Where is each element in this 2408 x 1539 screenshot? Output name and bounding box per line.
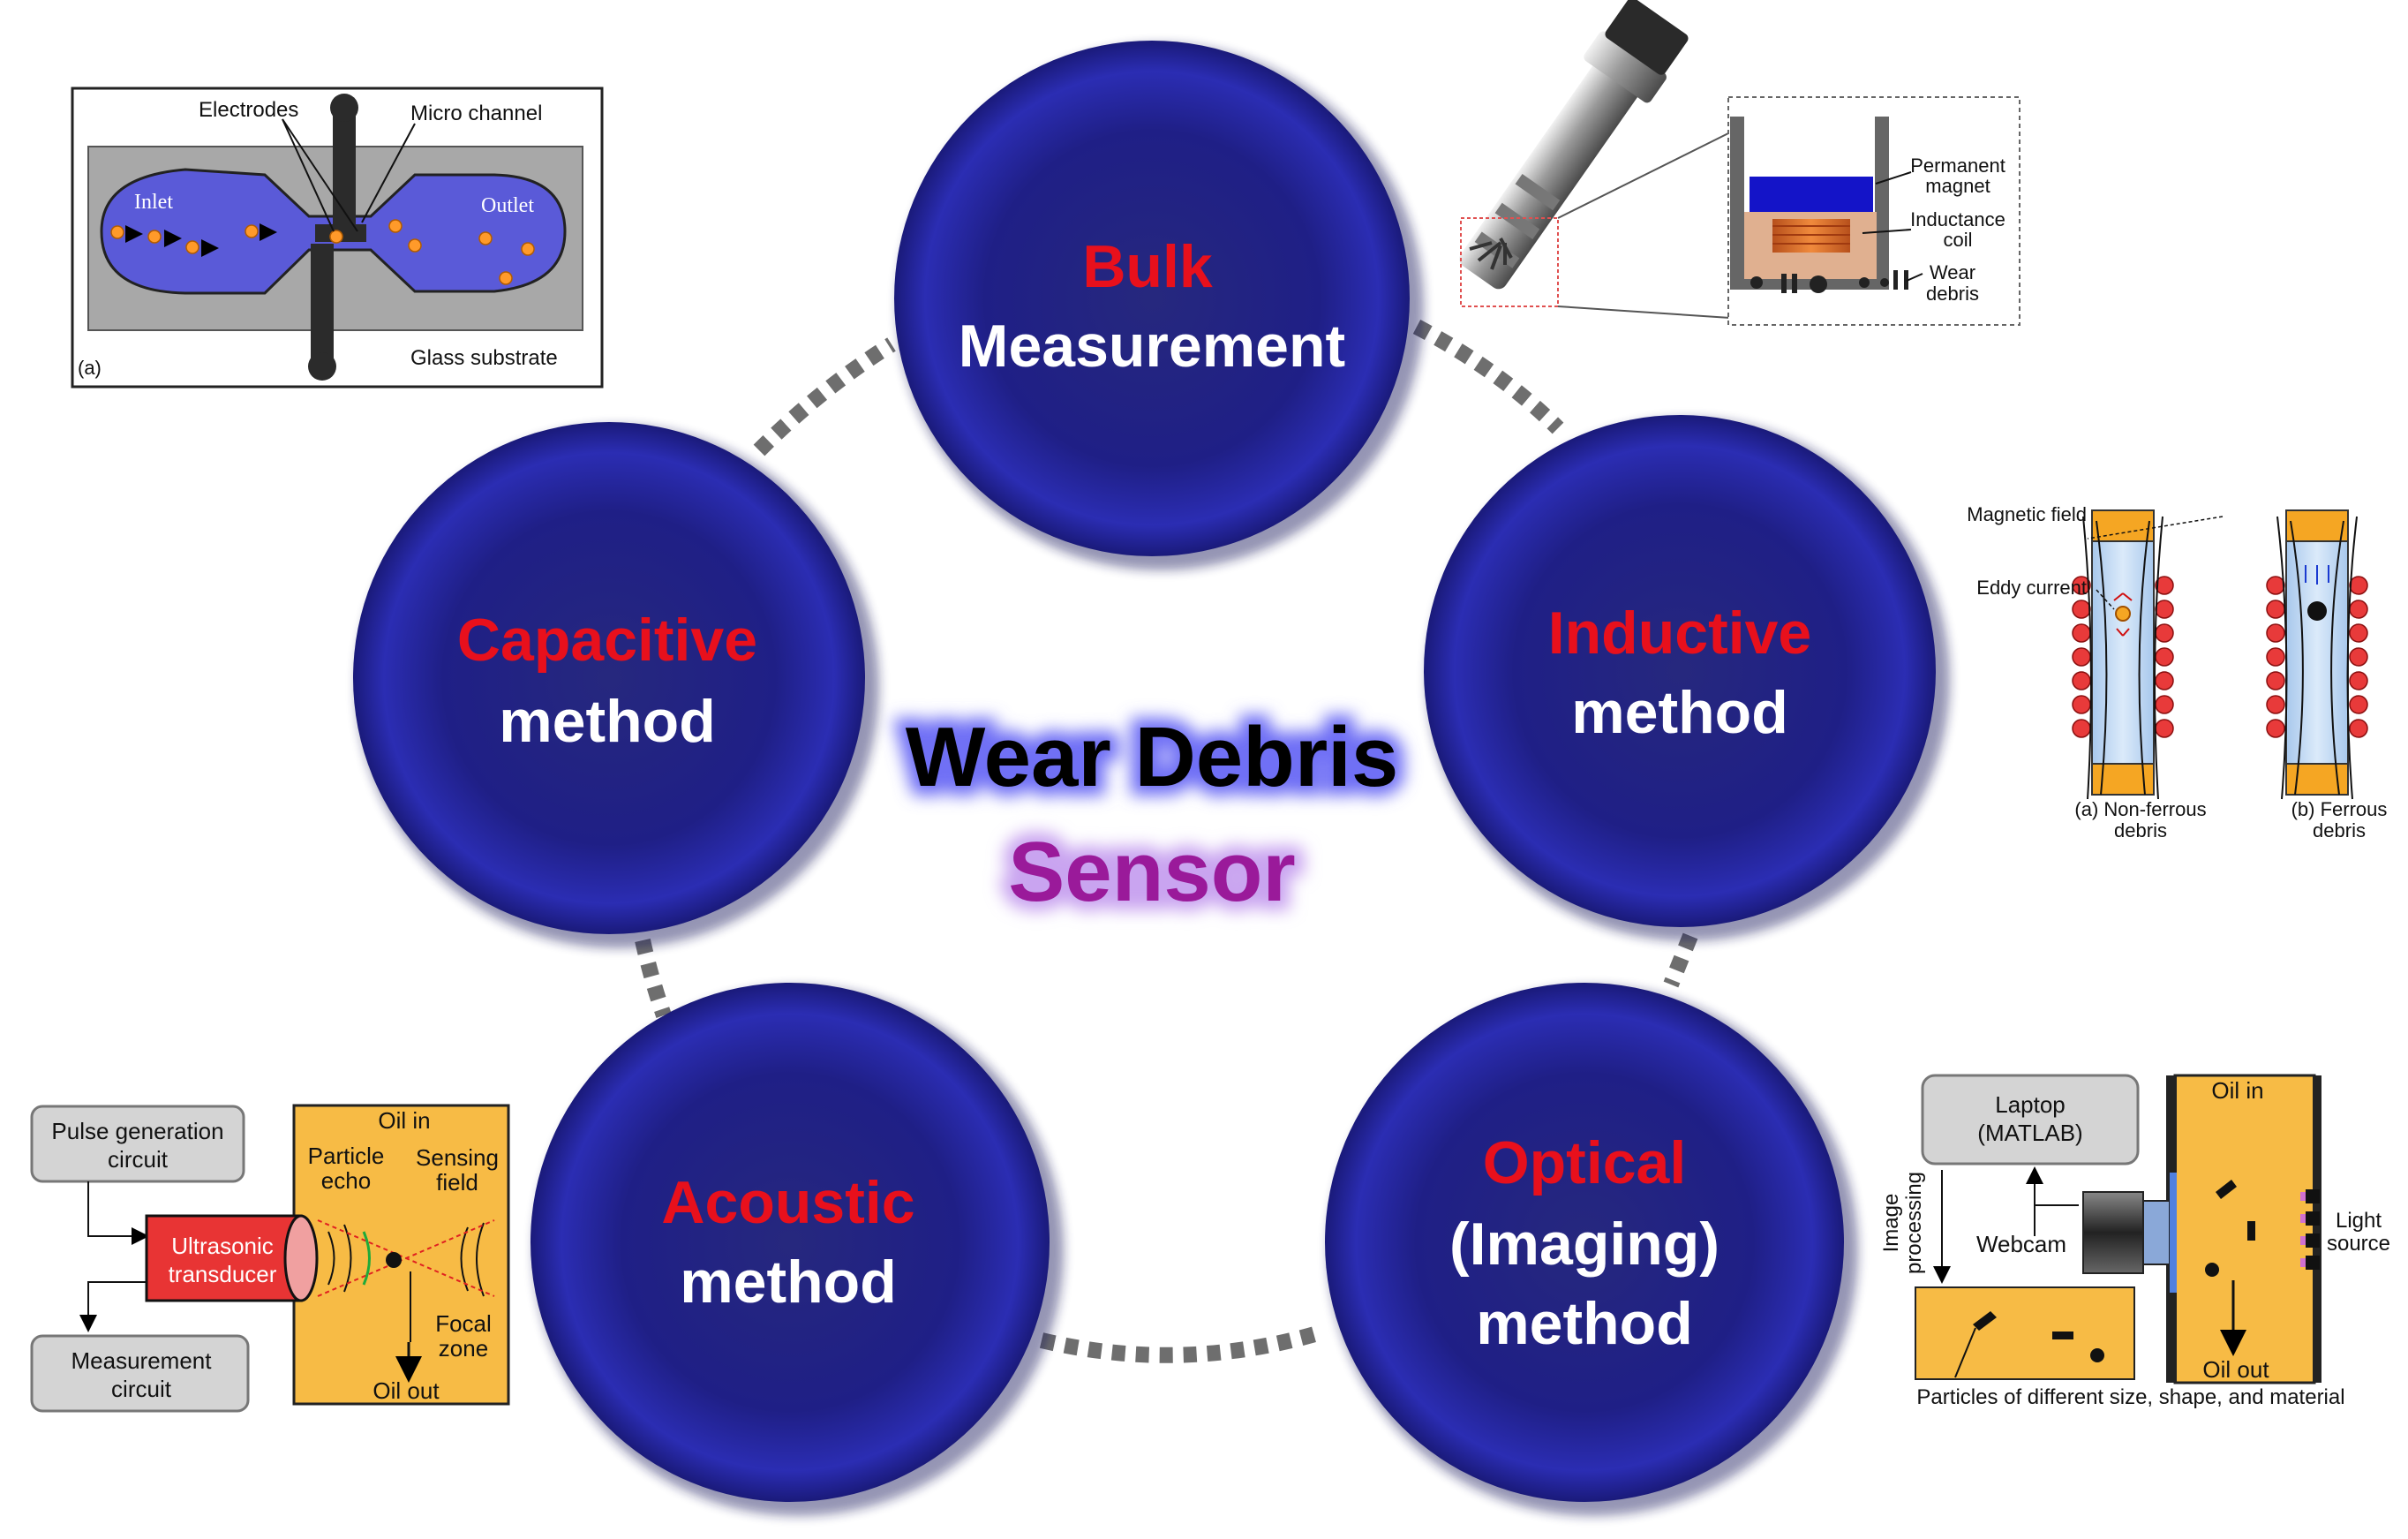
label-micro-channel: Micro channel [410, 102, 542, 125]
svg-text:field: field [436, 1169, 478, 1196]
label-eddy-current: Eddy current [1976, 577, 2087, 599]
acoustic-figure: Pulse generation circuit Measurement cir… [32, 1105, 508, 1411]
optical-figure: Laptop (MATLAB) Webcam Image processing … [1879, 1075, 2390, 1409]
bulk-figure: Permanent magnet Inductance coil Wear de… [1445, 0, 2020, 325]
label-non-ferrous-2: debris [2114, 819, 2167, 841]
image-screen [1915, 1287, 2134, 1379]
node-sub-inductive: method [1571, 679, 1788, 746]
label-permanent-magnet-1: Permanent [1910, 155, 2005, 177]
label-electrodes: Electrodes [199, 98, 298, 122]
center-subtitle: Sensor [1008, 825, 1295, 919]
label-permanent-magnet-2: magnet [1925, 175, 1990, 197]
connector-bulk-inductive [1417, 327, 1558, 428]
label-inductance-coil-1: Inductance [1910, 208, 2005, 230]
svg-text:Pulse generation: Pulse generation [51, 1118, 223, 1144]
label-panel-a: (a) [78, 357, 102, 379]
svg-text:(MATLAB): (MATLAB) [1977, 1120, 2082, 1146]
node-title-optical: Optical [1483, 1129, 1687, 1196]
node-title-acoustic: Acoustic [661, 1169, 914, 1236]
node-sub-capacitive: method [499, 688, 716, 755]
node-sub2-optical: method [1476, 1290, 1693, 1357]
svg-text:Focal: Focal [435, 1310, 492, 1337]
capacitive-figure: Electrodes Micro channel Inlet Outlet Gl… [72, 88, 602, 387]
svg-text:Laptop: Laptop [1995, 1091, 2066, 1118]
node-sub-acoustic: method [680, 1249, 897, 1316]
node-capacitive: Capacitive method [353, 422, 879, 948]
svg-text:Oil in: Oil in [378, 1107, 430, 1134]
webcam-body [2083, 1192, 2143, 1273]
node-bulk: Bulk Measurement [894, 41, 1424, 570]
particles-caption: Particles of different size, shape, and … [1916, 1385, 2344, 1409]
label-outlet: Outlet [481, 194, 534, 217]
svg-text:Ultrasonic: Ultrasonic [171, 1233, 274, 1259]
node-title-capacitive: Capacitive [457, 607, 757, 674]
connector-acoustic-capacitive [643, 940, 664, 1015]
node-acoustic: Acoustic method [531, 983, 1064, 1516]
connector-optical-acoustic [1042, 1332, 1324, 1355]
svg-text:Oil out: Oil out [372, 1377, 440, 1404]
svg-text:transducer: transducer [169, 1261, 277, 1287]
label-wear-debris-2: debris [1926, 283, 1979, 305]
svg-text:source: source [2327, 1232, 2390, 1256]
label-glass-substrate: Glass substrate [410, 346, 558, 370]
label-inlet: Inlet [134, 191, 173, 214]
svg-text:Image: Image [1879, 1194, 1903, 1253]
center-title-group: Wear Debris Wear Debris Sensor Sensor [906, 710, 1398, 919]
node-optical: Optical (Imaging) method [1325, 983, 1858, 1516]
svg-text:circuit: circuit [108, 1146, 169, 1173]
connector-capacitive-bulk [759, 344, 892, 450]
svg-text:Oil in: Oil in [2211, 1077, 2263, 1104]
svg-text:Light: Light [2336, 1209, 2382, 1233]
svg-text:Sensing: Sensing [416, 1144, 499, 1171]
inductive-figure: Magnetic field Eddy current (a) Non-ferr… [1967, 503, 2387, 841]
svg-text:Webcam: Webcam [1976, 1231, 2066, 1257]
label-ferrous-2: debris [2313, 819, 2366, 841]
svg-text:Measurement: Measurement [71, 1347, 213, 1374]
svg-text:Particle: Particle [308, 1143, 385, 1169]
svg-text:Oil out: Oil out [2202, 1356, 2269, 1383]
label-wear-debris-1: Wear [1930, 261, 1975, 283]
node-title-inductive: Inductive [1548, 600, 1812, 667]
svg-text:circuit: circuit [111, 1376, 172, 1402]
label-inductance-coil-2: coil [1943, 229, 1972, 251]
connector-inductive-optical [1671, 936, 1690, 985]
node-sub-optical: (Imaging) [1449, 1211, 1719, 1278]
svg-text:echo: echo [321, 1167, 371, 1194]
label-magnetic-field: Magnetic field [1967, 503, 2087, 525]
label-ferrous-1: (b) Ferrous [2291, 798, 2388, 820]
magnetic-plug-photo [1445, 0, 1694, 300]
svg-text:zone: zone [439, 1335, 488, 1362]
center-title: Wear Debris [906, 710, 1398, 804]
label-non-ferrous-1: (a) Non-ferrous [2074, 798, 2206, 820]
node-sub-bulk: Measurement [959, 313, 1345, 380]
node-inductive: Inductive method [1424, 415, 1950, 941]
svg-text:processing: processing [1902, 1172, 1926, 1274]
node-title-bulk: Bulk [1082, 233, 1213, 300]
